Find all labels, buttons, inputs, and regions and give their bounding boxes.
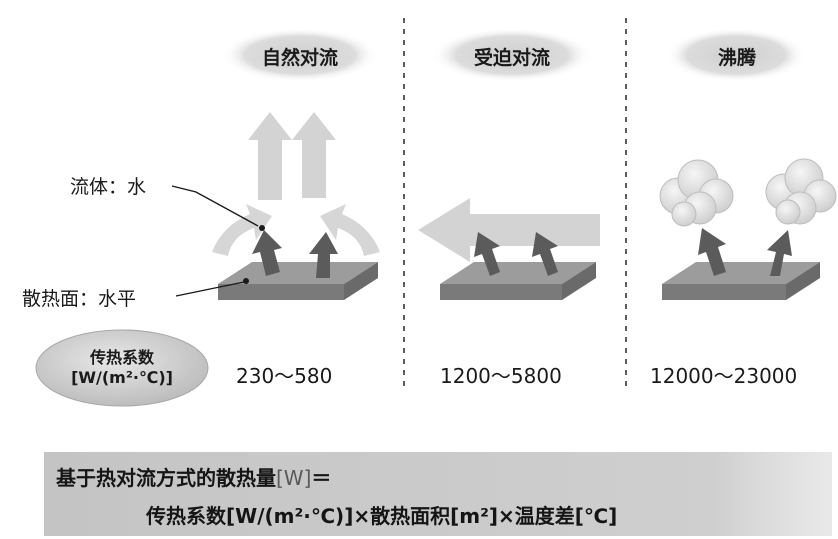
- rising-arrow-icon-right: [292, 112, 336, 198]
- range-boiling: 12000～23000: [650, 364, 798, 388]
- curved-flow-icon-left: [212, 204, 272, 256]
- surface-leader-line: [175, 278, 249, 297]
- formula-line-2: 传热系数[W/(m²·℃)]×散热面积[m²]×温度差[℃]: [146, 504, 618, 528]
- formula-line-1: 基于热对流方式的散热量[W]＝: [56, 462, 331, 491]
- heading-glow-boiling: [666, 28, 806, 82]
- curved-flow-icon-right: [320, 204, 380, 256]
- heading-boiling: 沸腾: [718, 47, 757, 69]
- heat-arrow-icon-forced-1: [474, 232, 500, 276]
- formula-line-1-unit: [W]: [276, 466, 312, 490]
- range-forced-convection: 1200～5800: [440, 364, 562, 388]
- range-natural-convection: 230～580: [236, 364, 333, 388]
- heat-arrow-icon-boiling-2: [767, 230, 792, 276]
- heat-arrow-icon-natural-1: [252, 230, 282, 276]
- heading-glow-natural: [222, 28, 378, 82]
- fluid-callout: 流体：水: [70, 176, 147, 198]
- heat-plate-natural: [218, 262, 378, 300]
- coefficient-unit: [W/(m²·℃)]: [71, 368, 173, 387]
- heat-arrow-icon-natural-2: [309, 232, 338, 278]
- steam-cloud-icon-right: [765, 158, 837, 225]
- coefficient-title: 传热系数: [89, 348, 154, 367]
- formula-band: [44, 452, 832, 536]
- rising-arrow-icon-left: [248, 112, 292, 200]
- heading-forced-convection: 受迫对流: [474, 47, 551, 69]
- heat-arrow-icon-boiling-1: [698, 228, 726, 276]
- formula-line-1-equals: ＝: [311, 466, 332, 490]
- formula-line-1-text: 基于热对流方式的散热量: [56, 466, 276, 490]
- fluid-leader-line: [171, 185, 265, 231]
- heading-glow-forced: [432, 28, 592, 82]
- forced-flow-arrow-icon: [418, 198, 600, 262]
- heat-arrow-icon-forced-2: [532, 232, 558, 276]
- heat-plate-boiling: [662, 262, 820, 300]
- coefficient-oval: [35, 329, 209, 407]
- steam-cloud-icon-left: [659, 159, 734, 227]
- heat-plate-forced: [440, 262, 596, 300]
- heading-natural-convection: 自然对流: [262, 47, 339, 69]
- surface-callout: 散热面：水平: [22, 288, 137, 310]
